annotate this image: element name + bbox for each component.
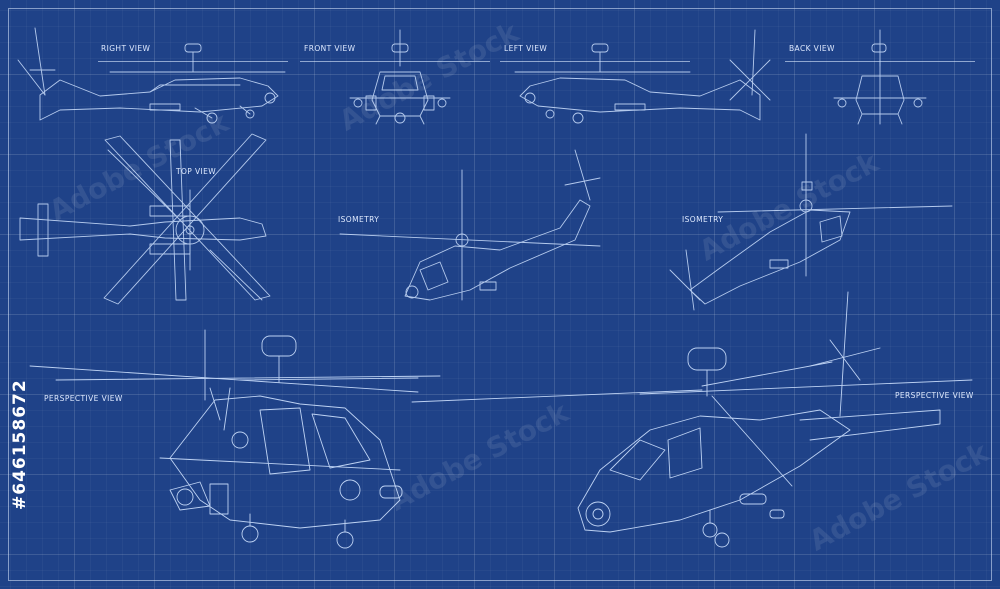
label-underline [500,61,690,62]
sheet-frame [8,8,992,581]
helicopter-left-view [514,29,771,124]
label-underline [300,61,490,62]
label-right-view: RIGHT VIEW [101,44,151,53]
helicopter-perspective-right [411,291,973,548]
helicopter-isometry-2 [669,133,953,311]
label-back-view: BACK VIEW [789,44,835,53]
helicopter-isometry-1 [339,149,601,301]
label-perspective-left: PERSPECTIVE VIEW [44,394,123,403]
label-top-view: TOP VIEW [176,167,217,176]
label-isometry-2: ISOMETRY [682,215,724,224]
helicopter-front-view [349,29,451,125]
label-front-view: FRONT VIEW [304,44,356,53]
helicopter-perspective-left [29,329,441,549]
label-isometry-1: ISOMETRY [338,215,380,224]
helicopter-top-view [19,133,271,305]
helicopter-right-view [17,27,286,124]
label-left-view: LEFT VIEW [504,44,548,53]
label-perspective-right: PERSPECTIVE VIEW [895,391,974,400]
helicopter-back-view [833,29,927,125]
